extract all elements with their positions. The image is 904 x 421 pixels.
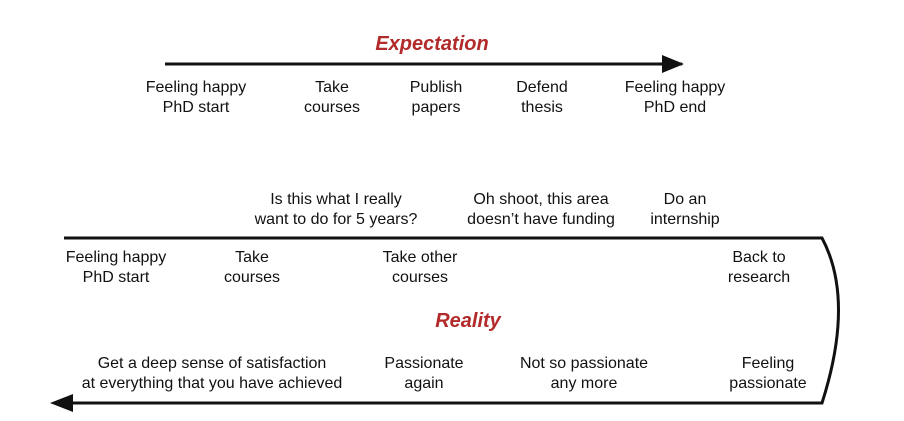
expectation-step-take-courses: Take courses: [304, 78, 360, 118]
reality-step-feeling-passionate: Feeling passionate: [729, 354, 806, 394]
expectation-title: Expectation: [375, 33, 489, 55]
step-line2: research: [727, 269, 791, 286]
step-line1: Feeling happy: [65, 249, 167, 266]
reality-step-take-other-courses: Take other courses: [383, 248, 458, 288]
step-line2: passionate: [729, 375, 807, 392]
note-line2: doesn’t have funding: [467, 211, 615, 228]
step-line2: at everything that you have achieved: [81, 375, 343, 392]
reality-step-satisfaction: Get a deep sense of satisfaction at ever…: [82, 354, 343, 394]
expectation-step-phd-end: Feeling happy PhD end: [625, 78, 726, 118]
step-line2: any more: [550, 375, 618, 392]
step-line2: thesis: [521, 99, 563, 116]
note-line1: Is this what I really: [270, 191, 402, 208]
reality-step-back-to-research: Back to research: [728, 248, 790, 288]
reality-step-passionate-again: Passionate again: [384, 354, 463, 394]
step-line1: Feeling: [741, 355, 795, 372]
step-line2: courses: [223, 269, 281, 286]
note-line2: want to do for 5 years?: [254, 211, 418, 228]
expectation-step-phd-start: Feeling happy PhD start: [146, 78, 247, 118]
reality-path: [60, 236, 840, 405]
reality-step-phd-start: Feeling happy PhD start: [66, 248, 167, 288]
reality-step-take-courses: Take courses: [224, 248, 280, 288]
note-line1: Do an: [663, 191, 707, 208]
step-line1: Defend: [516, 79, 568, 96]
step-line1: Take: [315, 79, 349, 96]
expectation-step-defend-thesis: Defend thesis: [516, 78, 568, 118]
step-line2: PhD start: [162, 99, 230, 116]
step-line1: Take: [235, 249, 269, 266]
step-line2: papers: [411, 99, 461, 116]
expectation-arrowhead: [662, 55, 684, 73]
reality-title: Reality: [435, 310, 501, 332]
step-line1: Get a deep sense of satisfaction: [97, 355, 327, 372]
reality-note-5-years: Is this what I really want to do for 5 y…: [255, 190, 418, 230]
step-line1: Feeling happy: [145, 79, 247, 96]
note-line2: internship: [650, 211, 720, 228]
step-line1: Feeling happy: [624, 79, 726, 96]
reality-note-internship: Do an internship: [650, 190, 719, 230]
step-line2: courses: [391, 269, 449, 286]
step-line1: Take other: [382, 249, 458, 266]
reality-step-not-so-passionate: Not so passionate any more: [520, 354, 648, 394]
reality-arrowhead: [50, 394, 73, 412]
step-line2: PhD start: [82, 269, 150, 286]
note-line1: Oh shoot, this area: [473, 191, 609, 208]
step-line1: Not so passionate: [519, 355, 649, 372]
expectation-step-publish-papers: Publish papers: [410, 78, 462, 118]
reality-note-no-funding: Oh shoot, this area doesn’t have funding: [467, 190, 615, 230]
step-line2: again: [404, 375, 444, 392]
step-line2: courses: [303, 99, 361, 116]
step-line1: Publish: [409, 79, 463, 96]
step-line1: Passionate: [384, 355, 464, 372]
step-line1: Back to: [732, 249, 786, 266]
step-line2: PhD end: [643, 99, 707, 116]
